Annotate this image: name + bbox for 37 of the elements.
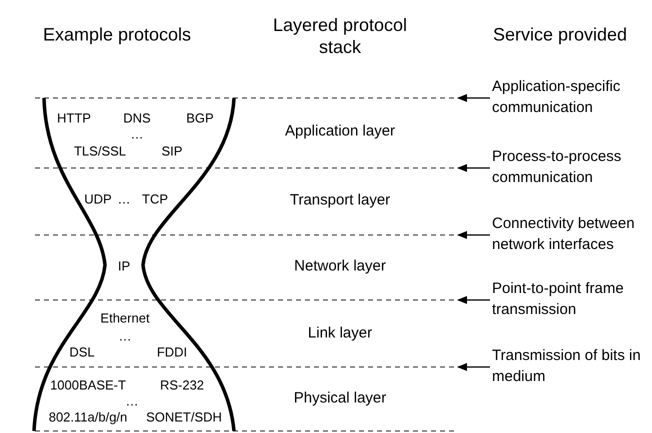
column-heading: Service provided	[492, 24, 628, 46]
arrow	[457, 231, 490, 239]
protocol-name: DSL	[69, 344, 95, 360]
protocol-name: FDDI	[156, 344, 188, 360]
arrow	[457, 363, 490, 371]
protocol-name: HTTP	[57, 110, 91, 126]
protocol-name: 802.11a/b/g/n	[48, 410, 128, 424]
service-description: Connectivity between network interfaces	[492, 213, 650, 255]
protocol-name: UDP	[84, 192, 112, 206]
ellipsis: …	[118, 328, 132, 344]
protocol-name: SIP	[162, 144, 182, 158]
protocol-name: Ethernet	[100, 310, 150, 326]
layer-name: Physical layer	[294, 390, 386, 406]
protocol-name: IP	[118, 258, 130, 274]
arrow	[457, 164, 490, 172]
layer-name: Link layer	[308, 324, 372, 342]
ellipsis: …	[130, 126, 144, 142]
column-heading: Example protocols	[42, 24, 192, 46]
layer-name: Transport layer	[290, 192, 390, 208]
ellipsis: …	[118, 192, 130, 206]
service-description: Process-to-process communication	[492, 146, 650, 188]
column-heading: Layered protocol stack	[272, 14, 408, 58]
ellipsis: …	[126, 394, 138, 408]
protocol-name: BGP	[186, 110, 214, 126]
protocol-name: DNS	[123, 110, 151, 126]
protocol-name: TLS/SSL	[74, 144, 126, 158]
protocol-name: SONET/SDH	[146, 410, 222, 424]
arrow	[457, 94, 490, 102]
protocol-name: 1000BASE-T	[50, 378, 126, 392]
service-description: Application-specific communication	[492, 76, 650, 118]
protocol-name: TCP	[142, 192, 168, 206]
service-description: Point-to-point frame transmission	[492, 278, 650, 320]
protocol-name: RS-232	[160, 378, 204, 392]
arrow	[457, 296, 490, 304]
service-description: Transmission of bits in medium	[492, 345, 650, 387]
layer-name: Application layer	[284, 122, 396, 140]
layer-name: Network layer	[294, 258, 386, 274]
